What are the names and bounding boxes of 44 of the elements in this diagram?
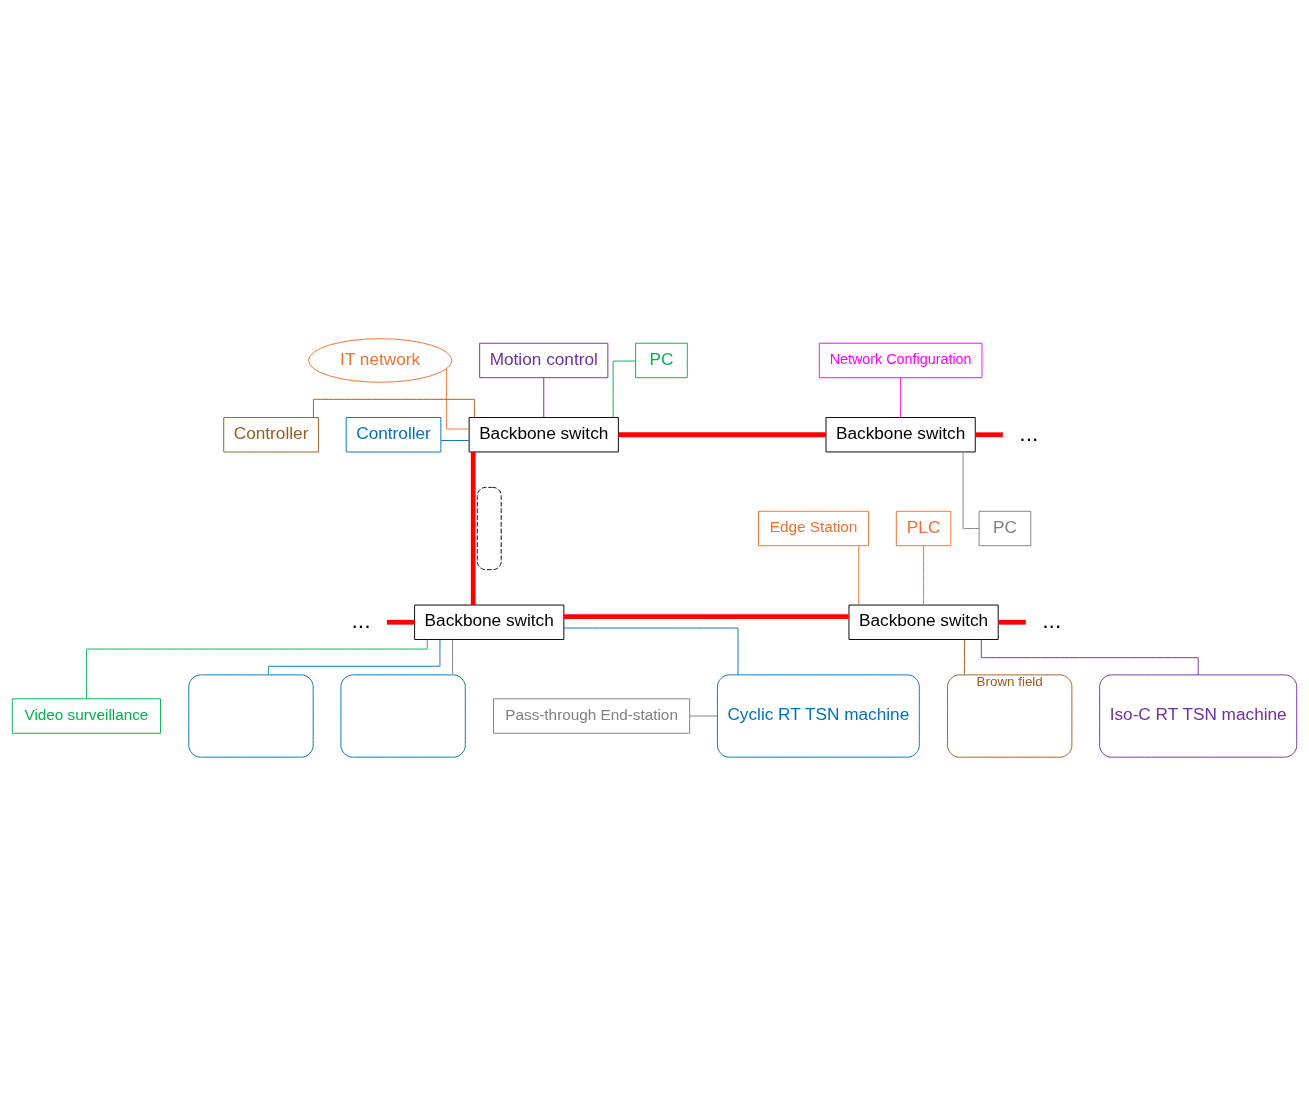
node-box (188, 673, 314, 758)
connector (543, 376, 545, 418)
node-box: Backbone switch (848, 604, 999, 640)
connector (563, 613, 849, 619)
connector (445, 367, 470, 429)
node-box: Motion control (479, 342, 609, 378)
connector (689, 715, 718, 716)
connector (452, 638, 454, 675)
node-box: Iso-C RT TSN machine (1099, 673, 1298, 758)
node-box: Brown field (947, 673, 1073, 758)
connector (563, 627, 739, 675)
connector (975, 431, 1003, 437)
connector (612, 360, 637, 418)
node-box: Controller (223, 416, 319, 452)
connector (386, 619, 415, 625)
connector (440, 439, 470, 441)
connector (923, 545, 925, 605)
node-box (476, 486, 502, 570)
node-box: Cyclic RT TSN machine (716, 673, 920, 758)
node-text: ... (1042, 606, 1062, 633)
connector (963, 638, 965, 675)
node-box (340, 673, 466, 758)
node-box: Backbone switch (468, 416, 619, 452)
node-box: PLC (895, 510, 952, 546)
node-box: Controller (345, 416, 442, 452)
connector (858, 545, 860, 605)
connector (998, 619, 1026, 625)
node-box: Backbone switch (414, 604, 565, 640)
node-ellipse: IT network (308, 337, 453, 383)
connector (900, 376, 902, 418)
node-box: Edge Station (758, 510, 870, 546)
node-box: PC (978, 510, 1032, 546)
node-box: Backbone switch (825, 416, 976, 452)
connector (267, 638, 441, 675)
node-text: ... (1019, 419, 1039, 446)
node-box: Pass-through End-station (493, 697, 691, 734)
connector (85, 638, 428, 699)
connector (618, 431, 826, 437)
node-text: ... (351, 606, 371, 633)
node-box: Video surveillance (11, 697, 162, 734)
node-box: PC (635, 342, 688, 378)
node-box: Network Configuration (818, 342, 983, 378)
connector (312, 398, 475, 418)
connector (470, 451, 476, 605)
